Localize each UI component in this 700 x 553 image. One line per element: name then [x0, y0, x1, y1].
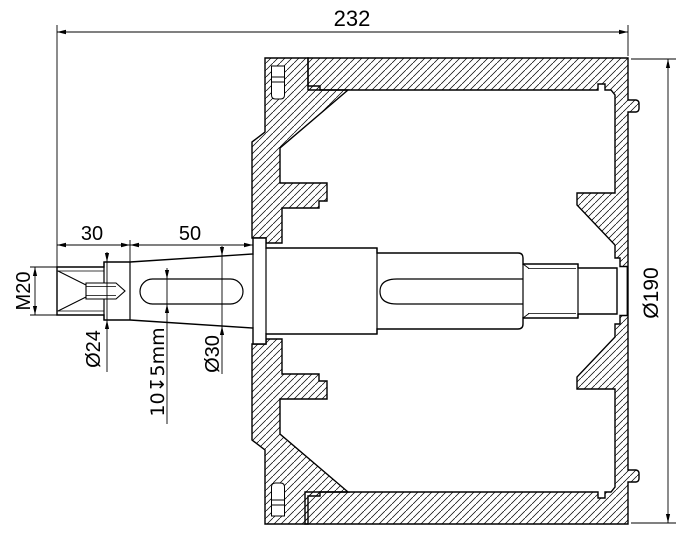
dim-label-threaded-end-length: 30 [81, 223, 103, 245]
drum-body-outline [304, 57, 640, 525]
inner-thread-root-lines [528, 268, 576, 314]
dimension-30-50: 30 50 [57, 223, 253, 264]
shaft-assembly [56, 237, 618, 345]
dim-label-drum-diameter: Ø190 [640, 267, 663, 318]
flange-bolt-hole-bottom-lines [271, 499, 285, 506]
dimension-overall-length: 232 [56, 6, 629, 267]
dim-label-thread-spec: M20 [13, 272, 35, 311]
dimension-m20: M20 [13, 266, 57, 316]
dimension-d190: Ø190 [631, 58, 676, 524]
flange-bolt-hole-top [271, 65, 285, 100]
dimension-keyway: 10↧5mm [147, 268, 170, 424]
dim-label-keyway: 10↧5mm [147, 327, 169, 416]
flange-bolt-hole-top-lines [271, 76, 285, 83]
center-hole-cone [57, 270, 87, 312]
m20-thread-root-lines [57, 270, 104, 312]
flange-bolt-hole-bottom [271, 482, 285, 517]
dim-label-overall-length: 232 [334, 6, 371, 31]
fork-slot [379, 278, 523, 305]
dim-label-taper-length: 50 [179, 223, 201, 245]
dimensions: 232 30 50 M20 Ø24 10↧5mm [13, 6, 676, 524]
dim-label-taper-large-diameter: Ø30 [202, 335, 224, 373]
end-cover-section [251, 57, 350, 525]
dim-label-shoulder-diameter: Ø24 [83, 330, 105, 368]
center-hole-pilot [85, 282, 126, 300]
inner-thread-chamfers [522, 263, 530, 319]
dimension-d24: Ø24 [83, 252, 110, 372]
arrowheads-keyway [164, 270, 170, 313]
center-hole-pilot-lines [86, 286, 116, 296]
taper-keyway-slot [139, 278, 244, 305]
dimension-d30: Ø30 [202, 246, 225, 374]
drum-section-view [304, 57, 640, 525]
